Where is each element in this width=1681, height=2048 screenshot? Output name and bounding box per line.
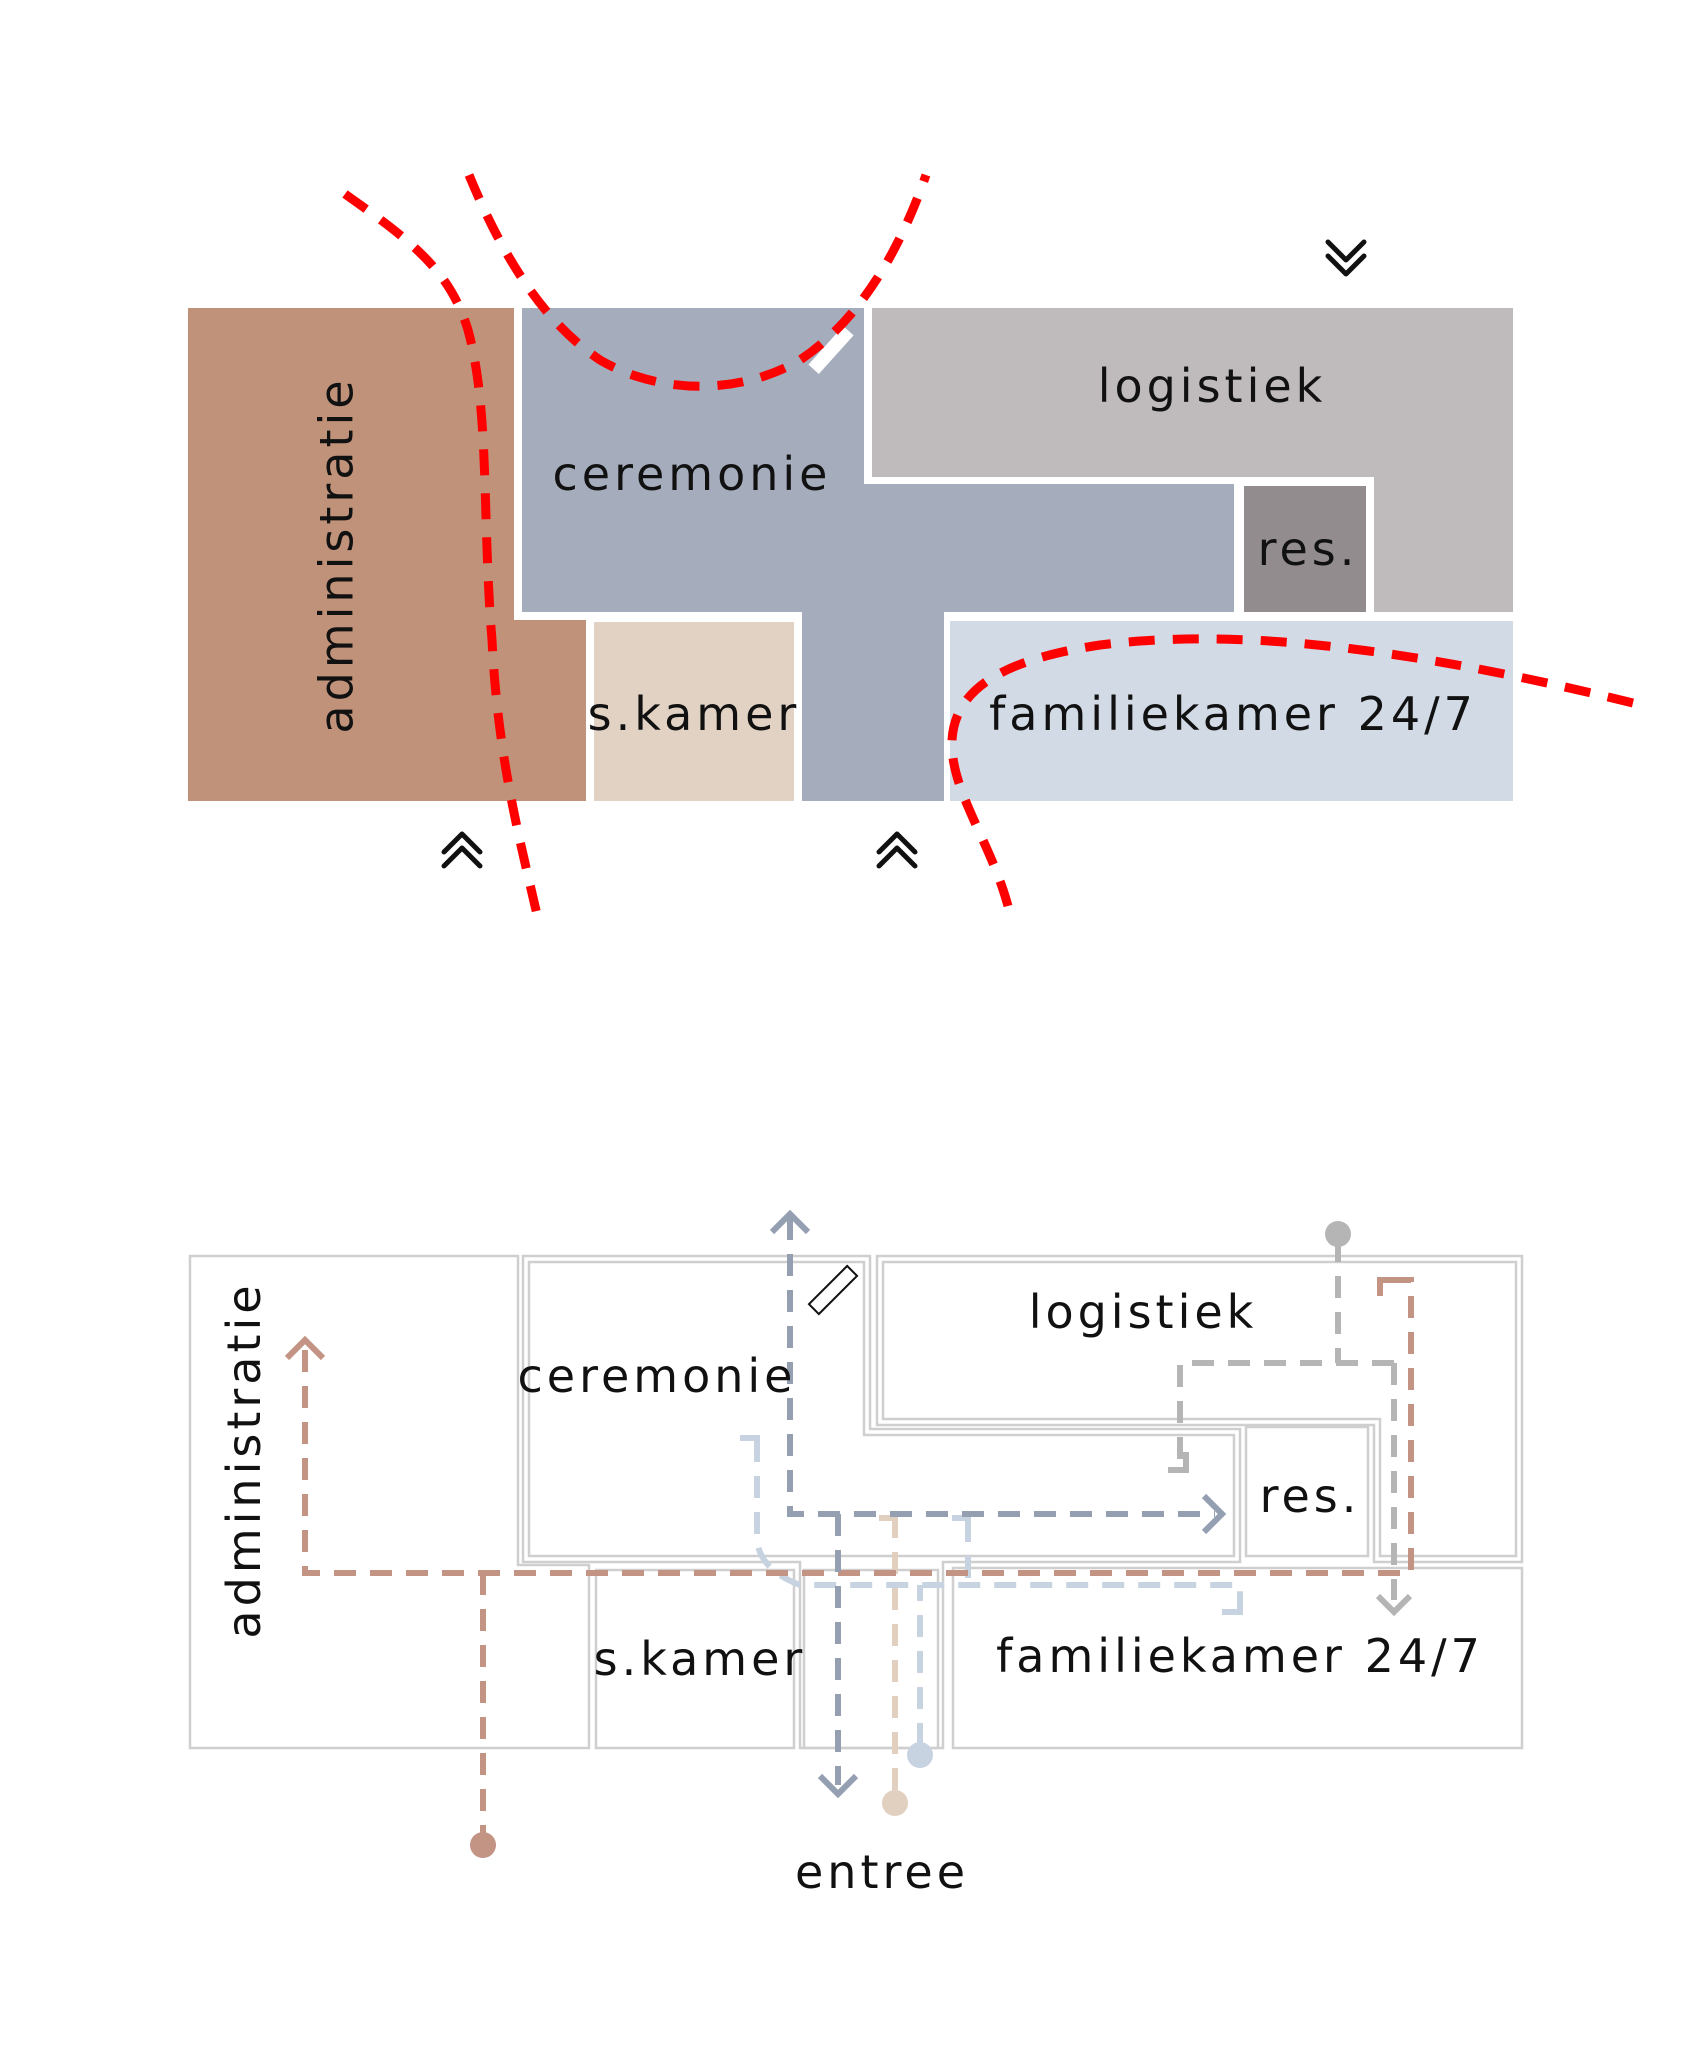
outline-corridor (802, 1568, 940, 1750)
room-skamer (594, 622, 794, 801)
outline-ceremonie-inner (527, 1260, 1236, 1558)
room-ceremonie (522, 308, 1234, 801)
room-logistiek (872, 308, 1513, 612)
door-symbol (807, 1264, 859, 1316)
label-res: res. (1260, 1469, 1361, 1523)
ceremonie-route-right-arrowhead-icon (1201, 1493, 1227, 1535)
room-familiekamer (950, 621, 1513, 801)
routes-layer (284, 1209, 1414, 1858)
label-familiekamer: familiekamer 24/7 (989, 687, 1477, 741)
ceremonie-route-up-arrowhead-icon (769, 1209, 811, 1235)
administratie-route-path (302, 1277, 1414, 1576)
bezoeker-route-start-dot-icon (882, 1790, 908, 1816)
label-skamer: s.kamer (588, 687, 801, 741)
outline-res (1244, 1425, 1370, 1558)
routing-plan: administratie ceremonie logistiek res. s… (188, 1209, 1524, 1899)
logistiek-route2-arrowhead-icon (1375, 1593, 1413, 1617)
zone-boundary-ceremonie (464, 173, 931, 391)
logistiek-route-arrowhead-icon (1168, 1452, 1189, 1473)
administratie-route-start-dot-icon (470, 1832, 496, 1858)
label-ceremonie: ceremonie (518, 1349, 797, 1403)
outline-logistiek (875, 1254, 1524, 1564)
label-logistiek: logistiek (1098, 359, 1327, 413)
zone-boundary-administratie (342, 190, 543, 920)
outline-familiekamer (951, 1566, 1524, 1750)
familie-route3-arrowhead-icon (1222, 1594, 1243, 1615)
label-skamer: s.kamer (594, 1632, 807, 1686)
room-administratie (188, 308, 586, 801)
label-administratie: administratie (217, 1281, 271, 1638)
room-res (1244, 486, 1366, 612)
outline-logistiek-inner (881, 1260, 1518, 1558)
label-familiekamer: familiekamer 24/7 (996, 1629, 1484, 1683)
familie-route-arrowhead-icon (740, 1435, 760, 1458)
door-symbol (808, 325, 854, 375)
outline-ceremonie (521, 1254, 1242, 1750)
ceremonie-route-path (787, 1218, 1215, 1517)
bezoeker-route-arrowhead-icon (879, 1515, 898, 1536)
label-administratie: administratie (310, 376, 364, 733)
logistiek-route-left-path (1177, 1360, 1394, 1460)
label-logistiek: logistiek (1029, 1285, 1258, 1339)
familie-route2-arrowhead-icon (952, 1515, 971, 1538)
administratie-route2-arrowhead-icon (1377, 1277, 1396, 1296)
zoning-plan: administratie ceremonie logistiek res. s… (188, 173, 1643, 920)
label-ceremonie: ceremonie (553, 447, 832, 501)
outline-administratie (188, 1254, 591, 1750)
familie-route-path (754, 1440, 1243, 1610)
logistiek-route-start-dot-icon (1325, 1221, 1351, 1247)
double-chevron-up-icon (441, 831, 483, 869)
familie-route-start-dot-icon (907, 1742, 933, 1768)
ceremonie-route-down-arrowhead-icon (817, 1773, 859, 1799)
double-chevron-down-icon (1325, 239, 1367, 277)
label-entree: entree (795, 1845, 969, 1899)
double-chevron-up-icon (876, 831, 918, 869)
administratie-route-arrowhead-icon (284, 1335, 326, 1361)
zone-boundary-familiekamer (947, 634, 1643, 908)
label-res: res. (1258, 522, 1359, 576)
